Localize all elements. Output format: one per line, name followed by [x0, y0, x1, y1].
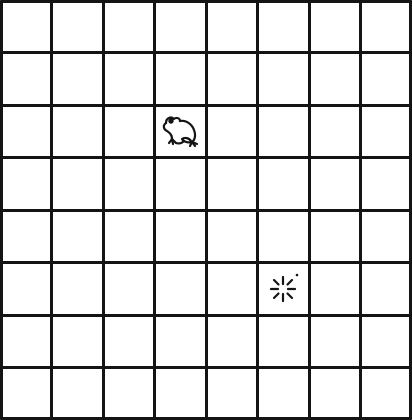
board-cell[interactable]	[309, 315, 361, 368]
board-cell[interactable]	[155, 210, 207, 263]
board-cell[interactable]	[52, 105, 104, 158]
grid-line-horizontal	[0, 104, 412, 107]
star-burst-icon[interactable]	[258, 263, 310, 316]
board-cell[interactable]	[103, 158, 155, 211]
board-cell[interactable]	[309, 263, 361, 316]
board-cell[interactable]	[258, 105, 310, 158]
board-cell[interactable]	[258, 315, 310, 368]
board-cell[interactable]	[258, 210, 310, 263]
board-cell[interactable]	[52, 158, 104, 211]
board-cell[interactable]	[206, 210, 258, 263]
board-cell[interactable]	[155, 0, 207, 53]
board-cell[interactable]	[0, 53, 52, 106]
board-cell[interactable]	[155, 315, 207, 368]
board-cell[interactable]	[309, 368, 361, 420]
board-cell[interactable]	[52, 210, 104, 263]
board-cell[interactable]	[52, 368, 104, 420]
board-cell[interactable]	[0, 158, 52, 211]
board-cell[interactable]	[258, 368, 310, 420]
grid-line-horizontal	[0, 156, 412, 159]
grid-line-horizontal	[0, 209, 412, 212]
board-cell[interactable]	[206, 315, 258, 368]
board-cell[interactable]	[155, 53, 207, 106]
board-cell[interactable]	[361, 158, 412, 211]
board-cell[interactable]	[52, 315, 104, 368]
board-cell[interactable]	[309, 210, 361, 263]
board-cell[interactable]	[258, 53, 310, 106]
grid-line-horizontal	[0, 51, 412, 54]
star-burst-icon-graphic	[266, 272, 300, 306]
grid-line-horizontal	[0, 0, 412, 3]
board-cell[interactable]	[309, 105, 361, 158]
board-cell[interactable]	[361, 315, 412, 368]
board-cell[interactable]	[309, 0, 361, 53]
board-cell[interactable]	[309, 53, 361, 106]
board-cell[interactable]	[361, 53, 412, 106]
board-cell[interactable]	[52, 0, 104, 53]
board-cell[interactable]	[206, 368, 258, 420]
board-cell[interactable]	[258, 158, 310, 211]
board-cell[interactable]	[0, 263, 52, 316]
board-cell[interactable]	[361, 210, 412, 263]
board-cell[interactable]	[0, 0, 52, 53]
board-cell[interactable]	[0, 315, 52, 368]
board-cell[interactable]	[52, 263, 104, 316]
board-cell[interactable]	[155, 368, 207, 420]
board-cell[interactable]	[103, 210, 155, 263]
board-cell[interactable]	[0, 210, 52, 263]
board-cell[interactable]	[206, 53, 258, 106]
board-cell[interactable]	[155, 158, 207, 211]
frog-icon[interactable]	[155, 105, 207, 158]
board-cell[interactable]	[155, 263, 207, 316]
board-cell[interactable]	[206, 263, 258, 316]
board-cell[interactable]	[0, 368, 52, 420]
board-cell[interactable]	[0, 105, 52, 158]
grid-line-horizontal	[0, 366, 412, 369]
board-cell[interactable]	[258, 0, 310, 53]
board-cell[interactable]	[103, 263, 155, 316]
frog-icon-graphic	[158, 113, 202, 149]
board-cell[interactable]	[309, 158, 361, 211]
grid-line-horizontal	[0, 314, 412, 317]
board-cell[interactable]	[103, 0, 155, 53]
board-cell[interactable]	[361, 0, 412, 53]
board-cell[interactable]	[361, 263, 412, 316]
board-cell[interactable]	[103, 315, 155, 368]
grid-line-horizontal	[0, 261, 412, 264]
board-cell[interactable]	[103, 368, 155, 420]
board-cell[interactable]	[361, 368, 412, 420]
board-cell[interactable]	[361, 105, 412, 158]
board-cell[interactable]	[103, 53, 155, 106]
board-cell[interactable]	[206, 105, 258, 158]
board-cell[interactable]	[52, 53, 104, 106]
board-cell[interactable]	[206, 158, 258, 211]
board-cell[interactable]	[103, 105, 155, 158]
board-cell[interactable]	[206, 0, 258, 53]
